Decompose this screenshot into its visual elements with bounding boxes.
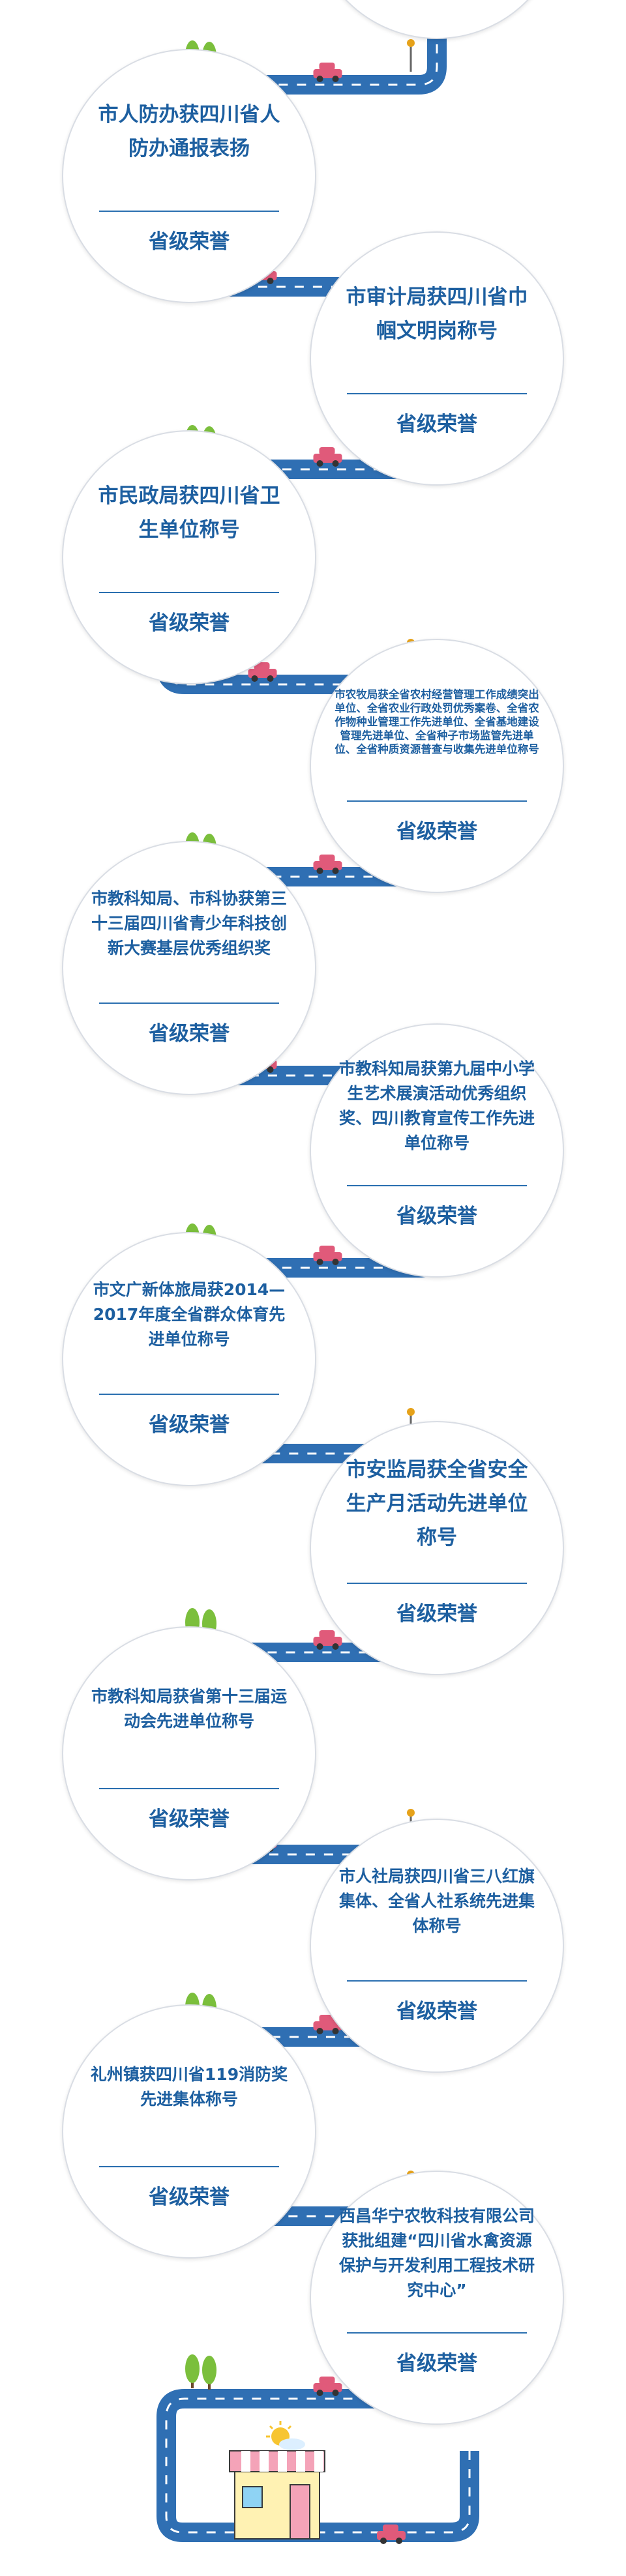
honor-level: 省级荣誉 [149, 1808, 230, 1831]
honor-level: 省级荣誉 [149, 1413, 230, 1437]
honor-card: 礼州镇获四川省119消防奖先进集体称号省级荣誉 [62, 2004, 316, 2259]
honor-title: 市安监局获全省安全生产月活动先进单位称号 [346, 1458, 528, 1549]
sun-icon [266, 2421, 305, 2450]
honor-card: 市文广新体旅局获2014—2017年度全省群众体育先进单位称号省级荣誉 [62, 1232, 316, 1486]
honor-card: 市教科知局、市科协获第三十三届四川省青少年科技创新大赛基层优秀组织奖省级荣誉 [62, 841, 316, 1095]
divider [347, 2332, 527, 2334]
car-icon [313, 855, 342, 874]
divider [99, 1003, 279, 1004]
honor-title: 市人社局获四川省三八红旗集体、全省人社系统先进集体称号 [338, 1867, 535, 1935]
divider [347, 800, 527, 802]
divider [99, 211, 279, 212]
honor-level: 省级荣誉 [396, 2000, 477, 2023]
honor-card: 市人防办获四川省人防办通报表扬省级荣誉 [62, 49, 316, 303]
divider [347, 1980, 527, 1982]
honor-title: 市审计局获四川省巾帼文明岗称号 [346, 285, 528, 343]
honor-level: 省级荣誉 [396, 2352, 477, 2375]
honor-card: 市民政局获四川省卫生单位称号省级荣誉 [62, 430, 316, 684]
divider [99, 1394, 279, 1395]
honor-level: 省级荣誉 [396, 1602, 477, 1626]
car-icon [313, 2377, 342, 2396]
honor-card: 市教科知局获第九届中小学生艺术展演活动优秀组织奖、四川教育宣传工作先进单位称号省… [310, 1023, 564, 1278]
divider [99, 2166, 279, 2167]
shop-illustration [229, 2421, 325, 2539]
car-icon [313, 447, 342, 467]
car-icon [313, 2015, 342, 2034]
tree-icon [202, 2356, 216, 2390]
honor-level: 省级荣誉 [149, 230, 230, 254]
car-icon [313, 1246, 342, 1265]
honor-level: 省级荣誉 [149, 1022, 230, 1046]
divider [347, 1185, 527, 1186]
honor-title: 市农牧局获全省农村经营管理工作成绩突出单位、全省农业行政处罚优秀案卷、全省农作物… [335, 688, 539, 755]
honor-title: 市教科知局获省第十三届运动会先进单位称号 [91, 1687, 287, 1731]
honor-title: 市教科知局、市科协获第三十三届四川省青少年科技创新大赛基层优秀组织奖 [91, 889, 287, 958]
divider [347, 1583, 527, 1584]
street-lamp-icon [407, 39, 415, 72]
car-icon [248, 662, 277, 682]
honor-card: 西昌华宁农牧科技有限公司获批组建“四川省水禽资源保护与开发利用工程技术研究中心”… [310, 2171, 564, 2425]
divider [99, 592, 279, 593]
car-icon [377, 2525, 406, 2544]
honor-card: 市人社局获四川省三八红旗集体、全省人社系统先进集体称号省级荣誉 [310, 1819, 564, 2073]
honor-card: 市教科知局获省第十三届运动会先进单位称号省级荣誉 [62, 1626, 316, 1881]
honor-title: 市民政局获四川省卫生单位称号 [98, 484, 280, 542]
shop-building-icon [229, 2450, 325, 2539]
honor-card: 市安监局获全省安全生产月活动先进单位称号省级荣誉 [310, 1421, 564, 1675]
honor-title: 市人防办获四川省人防办通报表扬 [98, 103, 280, 160]
divider [347, 393, 527, 394]
honor-title: 市教科知局获第九届中小学生艺术展演活动优秀组织奖、四川教育宣传工作先进单位称号 [338, 1059, 535, 1152]
honor-title: 礼州镇获四川省119消防奖先进集体称号 [90, 2065, 288, 2109]
divider [99, 1788, 279, 1789]
honor-level: 省级荣誉 [396, 1205, 477, 1228]
car-icon [313, 1630, 342, 1650]
honor-title: 西昌华宁农牧科技有限公司获批组建“四川省水禽资源保护与开发利用工程技术研究中心” [338, 2206, 535, 2300]
honor-level: 省级荣誉 [396, 413, 477, 436]
honor-level: 省级荣誉 [149, 611, 230, 635]
honor-card: 市审计局获四川省巾帼文明岗称号省级荣誉 [310, 231, 564, 486]
tree-icon [185, 2354, 200, 2388]
car-icon [313, 63, 342, 82]
honor-title: 市文广新体旅局获2014—2017年度全省群众体育先进单位称号 [93, 1280, 286, 1349]
honor-level: 省级荣誉 [149, 2186, 230, 2209]
honor-level: 省级荣誉 [396, 820, 477, 843]
honor-card: 市农牧局获全省农村经营管理工作成绩突出单位、全省农业行政处罚优秀案卷、全省农作物… [310, 639, 564, 893]
